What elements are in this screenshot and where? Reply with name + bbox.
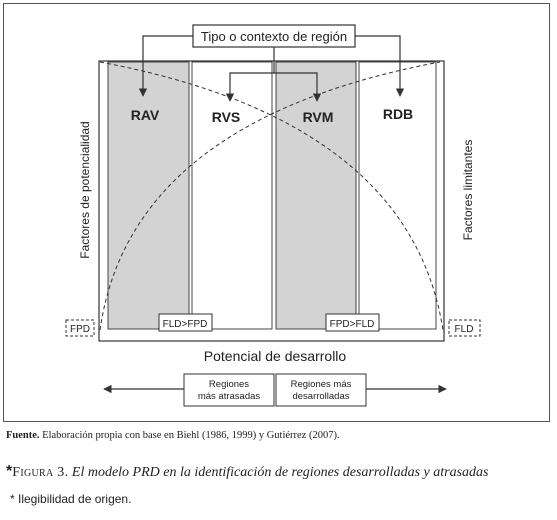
region-column-rvm [275,61,357,330]
source-label: Fuente. [6,430,40,441]
region-column-rdb [358,61,437,330]
regions-behind-box [183,373,275,407]
right-axis-label: Factores limitantes [461,140,475,241]
figure-frame [3,3,550,422]
region-label-rdb: RDB [383,106,413,122]
potentiality-curve [99,61,441,331]
development-potential-label: Potencial de desarrollo [204,348,347,364]
fld-fpd-label: FLD>FPD [163,319,208,330]
regions-ahead-box [275,373,367,407]
figure-number: Figura 3. [12,465,69,480]
region-column-rvs [191,61,273,330]
arrow-to-rdb [355,35,405,97]
arrow-to-rvs [225,72,274,102]
prd-model-diagram: Tipo o contexto de región RAV RVS RVM RD… [65,24,481,407]
arrow-to-rav [138,35,193,97]
source-note: Fuente. Elaboración propia con base en B… [6,430,340,441]
fld-fpd-box [158,313,213,332]
region-label-rvm: RVM [303,109,334,125]
regions-behind-line2: más atrasadas [198,391,261,402]
figure-caption: *Figura 3. El modelo PRD en la identific… [6,463,488,481]
arrow-to-rvm [274,72,322,102]
regions-ahead-line1: Regiones más [291,379,352,390]
region-label-rvs: RVS [212,109,241,125]
chart-box [98,60,445,342]
regions-ahead-line2: desarrolladas [292,391,349,402]
source-text: Elaboración propia con base en Biehl (19… [39,430,340,441]
caption-star: * [6,463,13,480]
region-column-rav [107,61,190,330]
fld-label: FLD [455,324,474,335]
figure-title: El modelo PRD en la identificación de re… [68,465,489,480]
fpd-fld-box [325,313,380,332]
illegibility-note: * Ilegibilidad de origen. [10,492,132,506]
context-label: Tipo o contexto de región [201,29,347,44]
left-axis-label: Factores de potencialidad [78,121,92,258]
limiting-curve [99,61,444,331]
fpd-fld-label: FPD>FLD [330,319,375,330]
region-label-rav: RAV [131,107,160,123]
regions-behind-line1: Regiones [209,379,249,390]
fpd-box [65,319,95,337]
fld-box [448,319,481,337]
fpd-label: FPD [70,324,90,335]
